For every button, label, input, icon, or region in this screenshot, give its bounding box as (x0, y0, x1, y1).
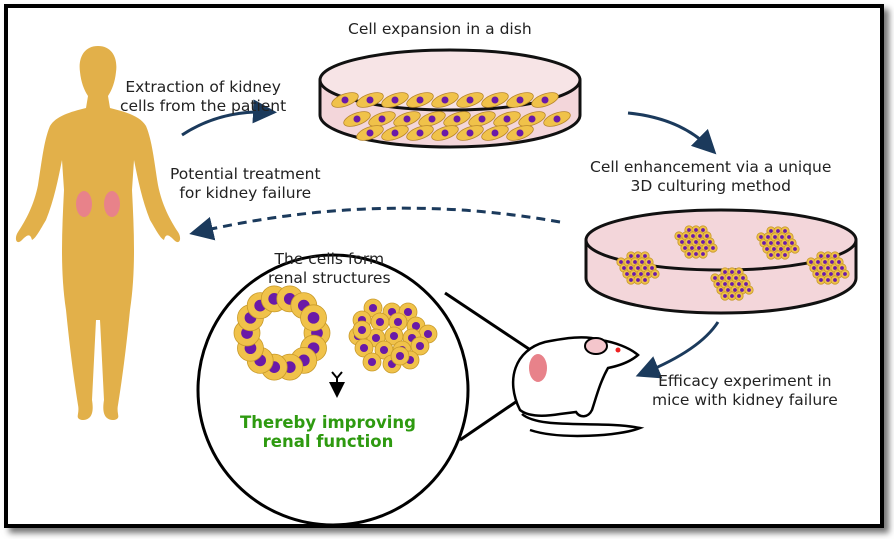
cell (531, 92, 559, 108)
cell (744, 285, 754, 295)
spheroid (710, 267, 754, 301)
human-body-icon (15, 46, 181, 420)
cell (381, 92, 409, 108)
label-line: Potential treatment (170, 165, 321, 183)
cell (626, 275, 636, 285)
label-line: 3D culturing method (630, 177, 791, 195)
label-expansion: Cell expansion in a dish (348, 20, 532, 38)
cell (698, 249, 708, 259)
spheroid (756, 226, 800, 260)
cell (481, 125, 509, 141)
cell (370, 312, 390, 332)
cell (456, 125, 484, 141)
cell (418, 111, 446, 127)
cell (381, 125, 409, 141)
magnified-view (196, 253, 549, 527)
cell (393, 111, 421, 127)
cell (543, 111, 571, 127)
label-line: The cells form (274, 250, 385, 268)
cell (384, 326, 404, 346)
label-line: renal function (262, 432, 394, 451)
cell (390, 346, 410, 366)
cell (790, 244, 800, 254)
arrow-enhancement (627, 111, 717, 155)
cell (374, 340, 394, 360)
kidney-icon (76, 191, 120, 217)
arrow-treatment (189, 206, 561, 241)
spheroid (806, 251, 850, 285)
cell (830, 275, 840, 285)
label-line: Thereby improving (240, 413, 416, 432)
spheroid (616, 251, 660, 285)
label-line: cells from the patient (120, 97, 287, 115)
petri-dish-icon (318, 48, 582, 149)
cell (708, 243, 718, 253)
petri-dish-icon (584, 208, 858, 315)
cell (356, 125, 384, 141)
cell (630, 257, 640, 267)
label-line: Efficacy experiment in (658, 372, 832, 390)
mouse-icon (511, 336, 645, 438)
cell (352, 320, 372, 340)
cell (362, 352, 382, 372)
cell (734, 291, 744, 301)
cell (506, 92, 534, 108)
cell (518, 111, 546, 127)
cell (300, 304, 327, 332)
cell (468, 111, 496, 127)
cell (431, 125, 459, 141)
cell (766, 250, 776, 260)
cell-spheroid (348, 298, 438, 374)
cell (506, 125, 534, 141)
cell (443, 111, 471, 127)
label-line: for kidney failure (179, 184, 312, 202)
cell (493, 111, 521, 127)
cell (368, 111, 396, 127)
spheroid (674, 225, 718, 259)
cell (331, 92, 359, 108)
cell (406, 92, 434, 108)
cell (840, 269, 850, 279)
cell (363, 298, 383, 318)
cell (780, 250, 790, 260)
cell (720, 291, 730, 301)
label-line: Cell enhancement via a unique (590, 158, 832, 176)
cell (343, 111, 371, 127)
cell (481, 92, 509, 108)
arrow-extraction (181, 99, 277, 137)
cell (650, 269, 660, 279)
label-line: renal structures (268, 269, 391, 287)
tubule-ring (233, 285, 331, 381)
cell (640, 275, 650, 285)
cell (727, 291, 737, 301)
cell (456, 92, 484, 108)
label-line: mice with kidney failure (652, 391, 838, 409)
cell (816, 275, 826, 285)
cell (410, 336, 430, 356)
label-line: Extraction of kidney (125, 78, 281, 96)
cell (356, 92, 384, 108)
cell (406, 125, 434, 141)
cell (691, 249, 701, 259)
arrow-efficacy (635, 321, 720, 379)
cell (431, 92, 459, 108)
